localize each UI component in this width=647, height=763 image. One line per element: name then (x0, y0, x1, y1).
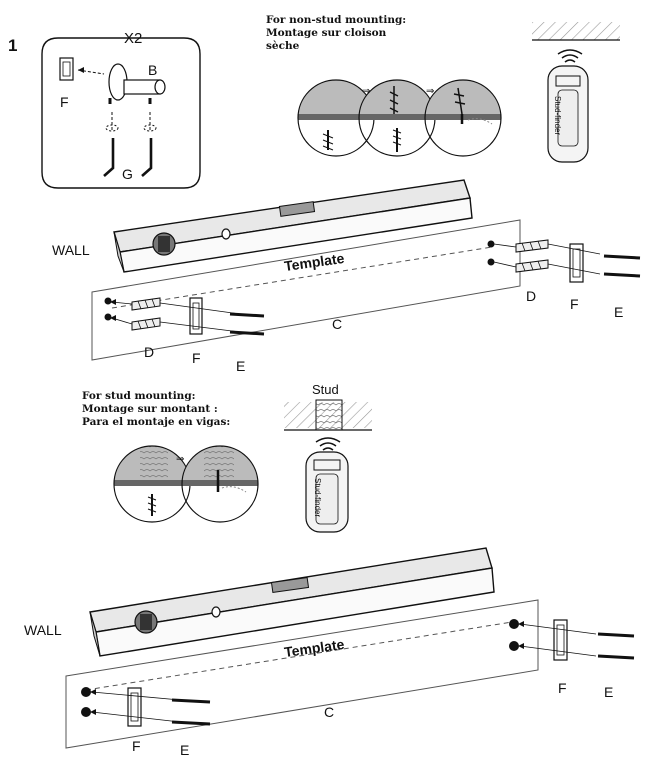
svg-text:⇒: ⇒ (362, 86, 370, 97)
hardware-detail-box (41, 37, 201, 189)
wall-label: WALL (52, 242, 90, 258)
wall-anchor-icon (131, 297, 161, 331)
part-label-g: G (122, 166, 133, 182)
quantity-label: X2 (124, 30, 143, 47)
part-label-e: E (236, 358, 246, 374)
non-stud-caption: For non-stud mounting: Montage sur clois… (266, 14, 407, 52)
bracket-f-icon (59, 57, 74, 81)
screw-e-icon (171, 698, 211, 704)
screw-e-icon (171, 720, 211, 726)
screw-e-icon (597, 632, 635, 638)
svg-text:⇒: ⇒ (176, 454, 184, 465)
step-number: 1 (8, 36, 18, 55)
stud-caption: For stud mounting: Montage sur montant :… (82, 390, 231, 428)
screw-e-icon (603, 254, 641, 260)
top-install-diagram (91, 179, 641, 361)
screw-e-icon (229, 312, 265, 318)
drywall-anchor-steps: ⇒ ⇒ (297, 79, 502, 157)
bracket-f-icon (127, 687, 142, 727)
part-label-f: F (132, 738, 141, 754)
screw-e-icon (603, 272, 641, 278)
part-label-c: C (332, 316, 343, 332)
bottom-install-diagram (65, 547, 635, 749)
stud-finder-label: Stud-finder (313, 478, 322, 518)
part-label-e: E (604, 684, 614, 700)
hook-b-icon (108, 63, 166, 104)
bracket-f-icon (553, 619, 568, 661)
wall-label: WALL (24, 622, 62, 638)
part-label-d: D (526, 288, 537, 304)
stud-screw-steps: ⇒ (113, 445, 259, 523)
svg-text:⇒: ⇒ (426, 86, 434, 97)
screw-e-icon (229, 330, 265, 336)
part-label-d: D (144, 344, 155, 360)
stud-finder-label: Stud-finder (553, 96, 562, 136)
stud-finder-icon (284, 399, 372, 533)
part-label-b: B (148, 62, 158, 78)
part-label-e: E (180, 742, 190, 758)
part-label-f: F (192, 350, 201, 366)
part-label-f: F (60, 94, 69, 110)
allen-key-icon (141, 138, 153, 177)
part-label-f: F (570, 296, 579, 312)
screw-e-icon (597, 654, 635, 660)
stud-label: Stud (312, 382, 339, 397)
part-label-f: F (558, 680, 567, 696)
allen-key-icon (103, 138, 115, 177)
part-label-e: E (614, 304, 624, 320)
part-label-c: C (324, 704, 335, 720)
stud-finder-icon (532, 22, 620, 163)
